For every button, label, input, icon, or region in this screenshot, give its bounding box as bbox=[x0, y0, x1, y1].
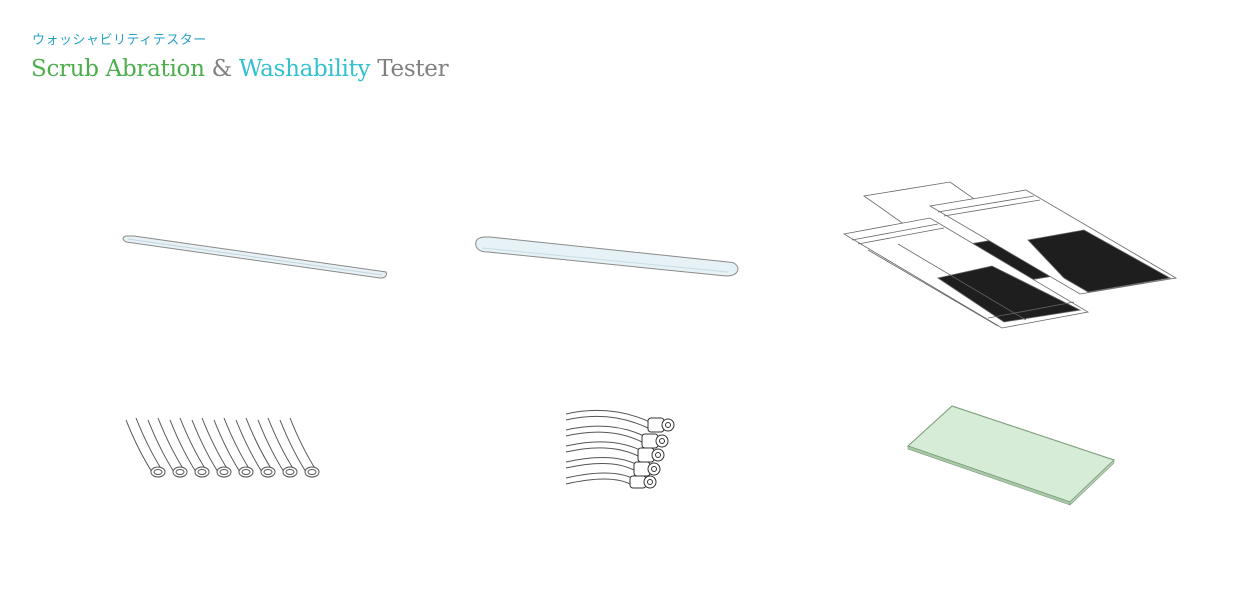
title-scrub-abration: Scrub Abration bbox=[31, 56, 205, 82]
glass-plate-image bbox=[900, 398, 1120, 508]
title-tester: Tester bbox=[377, 56, 449, 82]
hose-fittings-image bbox=[560, 404, 690, 494]
long-shim-strip-image bbox=[470, 230, 746, 282]
page-title: Scrub Abration & Washability Tester bbox=[31, 56, 449, 82]
test-charts-image bbox=[838, 178, 1183, 338]
title-ampersand: & bbox=[211, 56, 232, 82]
tube-set-image bbox=[118, 410, 338, 490]
title-washability: Washability bbox=[238, 56, 371, 82]
page-subtitle: ウォッシャビリティテスター bbox=[32, 33, 207, 48]
short-shim-strip-image bbox=[118, 228, 394, 284]
